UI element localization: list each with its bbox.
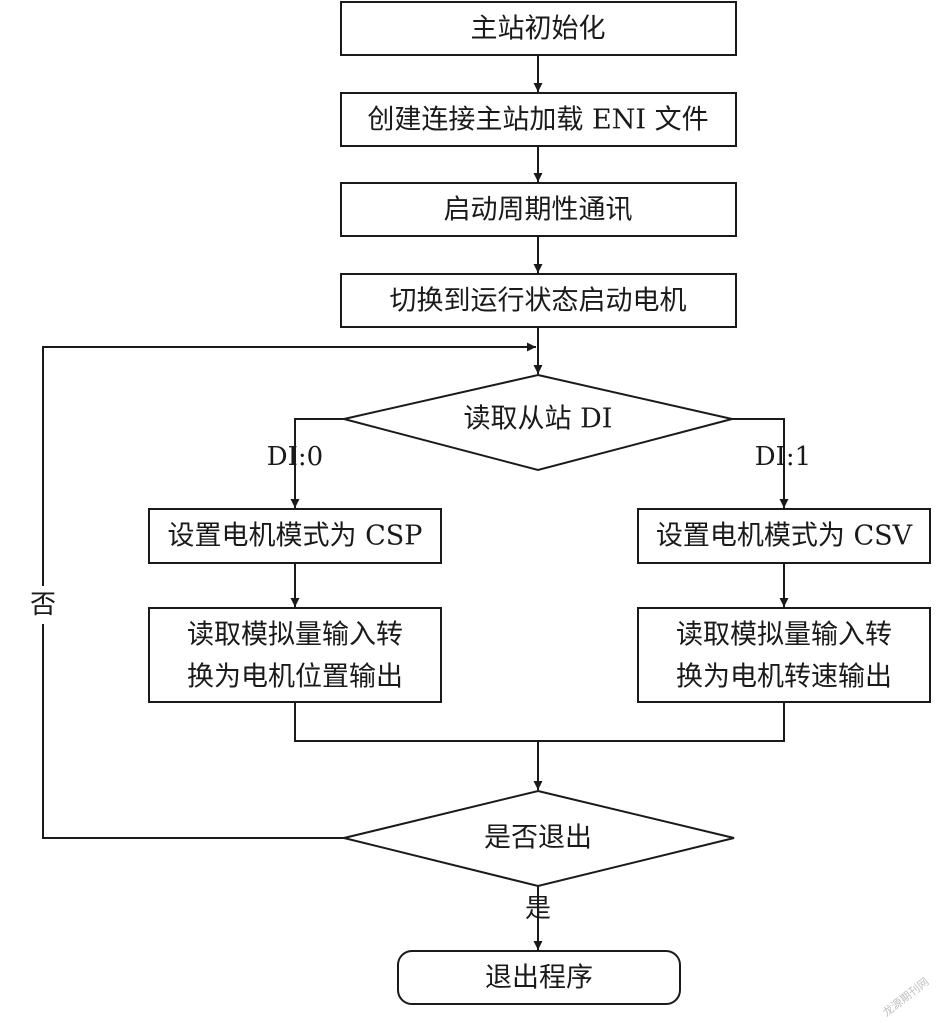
node-init-label: 主站初始化 <box>471 14 606 45</box>
node-set-csp-label: 设置电机模式为 CSP <box>168 521 423 552</box>
node-read-speed-box <box>637 607 931 703</box>
node-read-position-line2: 换为电机位置输出 <box>187 662 403 693</box>
node-create-load: 创建连接主站加载 ENI 文件 <box>340 92 737 147</box>
merge-line <box>294 702 785 742</box>
node-exit-label: 退出程序 <box>485 963 593 994</box>
node-read-di-label: 读取从站 DI <box>464 404 613 435</box>
edge-label-no-bg <box>26 586 60 624</box>
node-start-cycle-label: 启动周期性通讯 <box>444 195 633 226</box>
node-create-load-box <box>340 92 737 147</box>
node-set-csv: 设置电机模式为 CSV <box>637 508 931 564</box>
node-start-cycle-box <box>340 182 737 237</box>
node-start-cycle: 启动周期性通讯 <box>340 182 737 237</box>
node-read-di: 读取从站 DI <box>343 373 733 472</box>
node-init: 主站初始化 <box>340 1 737 56</box>
node-read-position: 读取模拟量输入转 换为电机位置输出 <box>148 607 442 703</box>
watermark: 龙源期刊网 <box>880 974 932 1019</box>
node-read-speed-line1: 读取模拟量输入转 <box>676 620 892 651</box>
node-read-speed: 读取模拟量输入转 换为电机转速输出 <box>637 607 931 703</box>
node-read-position-line1: 读取模拟量输入转 <box>187 620 403 651</box>
node-exit-question: 是否退出 <box>343 789 735 888</box>
node-exit-question-diamond <box>343 789 735 888</box>
node-create-load-label: 创建连接主站加载 ENI 文件 <box>367 105 708 136</box>
node-init-box <box>340 1 737 56</box>
node-switch-run: 切换到运行状态启动电机 <box>340 273 737 328</box>
edge-label-yes: 是 <box>525 894 551 924</box>
edge-label-no: 否 <box>30 590 56 620</box>
node-read-position-box <box>148 607 442 703</box>
node-switch-run-label: 切换到运行状态启动电机 <box>390 286 687 317</box>
node-switch-run-box <box>340 273 737 328</box>
node-read-di-diamond <box>343 373 733 472</box>
edge-di0-line <box>290 418 344 508</box>
node-set-csp: 设置电机模式为 CSP <box>148 508 442 564</box>
edge-di1-line <box>732 418 789 508</box>
edge-label-di1: DI:1 <box>755 442 811 472</box>
node-set-csv-label: 设置电机模式为 CSV <box>656 521 913 552</box>
node-read-speed-line2: 换为电机转速输出 <box>676 662 892 693</box>
node-exit: 退出程序 <box>397 950 681 1005</box>
node-exit-question-label: 是否退出 <box>484 823 592 854</box>
edge-label-di0: DI:0 <box>267 442 323 472</box>
node-set-csp-box <box>148 508 442 564</box>
node-exit-box <box>397 950 681 1005</box>
node-set-csv-box <box>637 508 931 564</box>
